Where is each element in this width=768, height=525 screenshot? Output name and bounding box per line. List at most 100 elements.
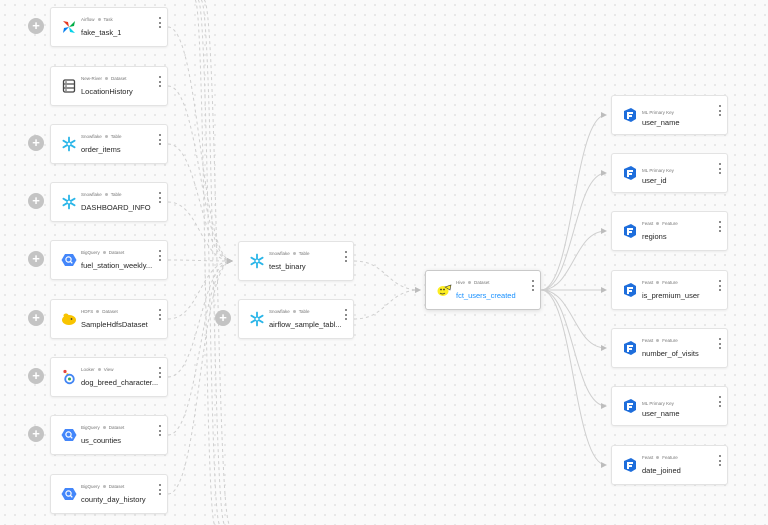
lineage-node-number-of-visits[interactable]: Feast Feature number_of_visits [611,328,728,368]
node-platform: BigQuery [81,250,100,255]
feast-icon [624,458,636,472]
lineage-edge [167,26,233,264]
more-options-icon[interactable] [344,251,347,262]
node-platform: Feast [642,338,654,343]
node-platform: Airflow [81,17,95,22]
lineage-edge [203,0,231,525]
lineage-node-location-history[interactable]: New-River Dataset LocationHistory [50,66,168,106]
lineage-edge [353,260,421,293]
more-options-icon[interactable] [158,192,161,203]
more-options-icon[interactable] [344,309,347,320]
lineage-node-fake-task-1[interactable]: Airflow Task fake_task_1 [50,7,168,47]
snowflake-icon [250,253,264,269]
lineage-node-user-name-2[interactable]: ML Primary Key user_name [611,386,728,426]
node-type: Dataset [474,280,490,285]
node-platform: Feast [642,455,654,460]
more-options-icon[interactable] [531,280,534,291]
lineage-edge [540,289,607,351]
more-options-icon[interactable] [158,367,161,378]
node-type: Table [110,192,122,197]
more-options-icon[interactable] [158,425,161,436]
lineage-edge [167,258,233,436]
lineage-edge [540,170,607,291]
feast-icon [624,283,636,297]
node-name: us_counties [81,436,122,445]
node-name: fct_users_created [456,291,516,300]
expand-upstream-button[interactable]: + [215,310,231,326]
more-options-icon[interactable] [158,76,161,87]
more-options-icon[interactable] [718,163,721,174]
node-platform: BigQuery [81,484,100,489]
node-type: Feature [662,221,678,226]
more-options-icon[interactable] [158,17,161,28]
node-platform: New-River [81,76,103,81]
lineage-node-user-id[interactable]: ML Primary Key user_id [611,153,728,193]
node-type: Dataset [108,250,125,255]
more-options-icon[interactable] [158,484,161,495]
node-name: number_of_visits [642,349,699,358]
airflow-icon [63,21,75,33]
lineage-edge [197,0,221,525]
lineage-node-user-name[interactable]: ML Primary Key user_name [611,95,728,135]
node-platform: Snowflake [269,309,290,314]
bigquery-icon [61,429,77,441]
lineage-node-fct-users-created[interactable]: Hive Dataset fct_users_created [425,270,541,310]
node-type: ML Primary Key [642,401,674,406]
node-name: fuel_station_weekly... [81,261,153,270]
expand-upstream-button[interactable]: + [28,251,44,267]
node-type: Table [298,251,310,256]
expand-upstream-button[interactable]: + [28,18,44,34]
expand-upstream-button[interactable]: + [28,368,44,384]
feast-icon [624,108,636,122]
lineage-node-fuel-station-weekly[interactable]: BigQuery Dataset fuel_station_weekly... [50,240,168,280]
node-platform: Hive [456,280,466,285]
node-name: test_binary [269,262,306,271]
snowflake-icon [62,194,76,210]
lineage-edge [167,143,233,264]
more-options-icon[interactable] [158,250,161,261]
more-options-icon[interactable] [158,309,161,320]
node-type: Task [103,17,113,22]
hdfs-icon [62,313,76,325]
expand-upstream-button[interactable]: + [28,135,44,151]
lineage-edge [540,289,607,468]
snowflake-icon [250,311,264,327]
expand-upstream-button[interactable]: + [28,193,44,209]
expand-upstream-button[interactable]: + [28,426,44,442]
node-platform: HDFS [81,309,94,314]
node-name: order_items [81,145,121,154]
node-name: dog_breed_character... [81,378,159,387]
looker-icon [63,369,75,385]
more-options-icon[interactable] [718,455,721,466]
node-type: Feature [662,280,678,285]
more-options-icon[interactable] [718,221,721,232]
node-name: is_premium_user [642,291,700,300]
more-options-icon[interactable] [718,396,721,407]
node-name: user_id [642,176,667,185]
node-name: date_joined [642,466,681,475]
node-name: user_name [642,409,680,418]
node-name: user_name [642,118,680,127]
feast-icon [624,399,636,413]
node-name: fake_task_1 [81,28,122,37]
node-platform: Snowflake [81,192,102,197]
node-name: LocationHistory [81,87,133,96]
more-options-icon[interactable] [718,105,721,116]
more-options-icon[interactable] [158,134,161,145]
more-options-icon[interactable] [718,280,721,291]
node-type: Feature [662,338,678,343]
expand-upstream-button[interactable]: + [28,310,44,326]
node-type: Dataset [111,76,127,81]
more-options-icon[interactable] [718,338,721,349]
